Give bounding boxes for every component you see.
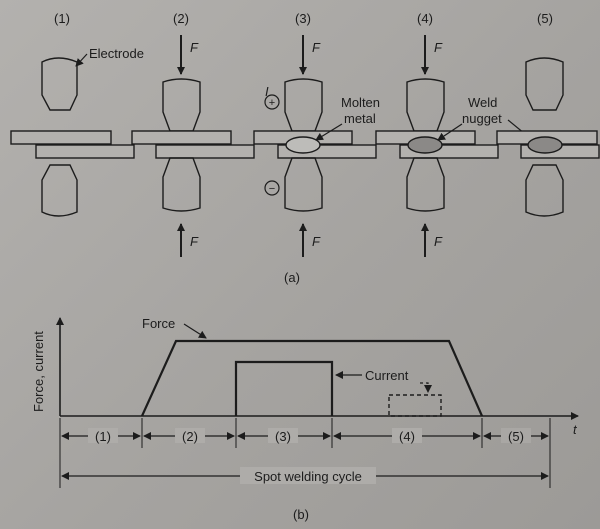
step-label-3: (3) — [295, 11, 311, 26]
step-label-5: (5) — [537, 11, 553, 26]
caption-b: (b) — [293, 507, 309, 522]
weld-nugget — [407, 136, 443, 154]
step-label-1: (1) — [54, 11, 70, 26]
optional-current-pulse — [388, 394, 442, 417]
upper-electrode — [406, 78, 445, 132]
force-leader — [183, 323, 207, 339]
cycle-label-bg — [240, 467, 376, 484]
upper-sheet — [10, 130, 112, 145]
optional-current-leader — [420, 382, 432, 393]
force-symbol-top: F — [190, 40, 199, 55]
step-label-2: (2) — [173, 11, 189, 26]
time-symbol: t — [573, 422, 578, 437]
minus-sign: − — [269, 183, 275, 195]
molten-metal-pool — [285, 136, 321, 154]
phase-label-bg — [268, 428, 298, 443]
lower-electrode — [406, 157, 445, 212]
current-label: Current — [365, 368, 409, 383]
upper-electrode — [284, 78, 323, 132]
nugget-leader-left — [437, 123, 463, 141]
phase-label-2: (2) — [182, 429, 198, 444]
phase-label-bg — [501, 428, 531, 443]
force-curve — [140, 339, 484, 417]
upper-electrode — [525, 57, 564, 111]
force-symbol-bottom: F — [434, 234, 443, 249]
upper-sheet — [131, 130, 232, 145]
lower-electrode — [162, 157, 201, 212]
electrode-label: Electrode — [89, 46, 144, 61]
phase-label-bg — [175, 428, 205, 443]
upper-electrode — [162, 78, 201, 132]
electrode-leader — [75, 53, 88, 67]
lower-electrode — [284, 157, 323, 212]
phase-label-bg — [392, 428, 422, 443]
force-symbol-bottom: F — [312, 234, 321, 249]
force-symbol-top: F — [434, 40, 443, 55]
lower-sheet — [35, 144, 135, 159]
phase-label-bg — [88, 428, 118, 443]
plus-sign: + — [269, 97, 275, 109]
step-5-assembly — [496, 57, 600, 217]
lower-electrode — [525, 164, 564, 217]
step-label-4: (4) — [417, 11, 433, 26]
force-label: Force — [142, 316, 175, 331]
step-2-assembly: F F — [131, 35, 255, 257]
force-symbol-bottom: F — [190, 234, 199, 249]
step-1-assembly: Electrode — [10, 46, 144, 217]
step-3-assembly: F I + − F Molten metal — [253, 35, 380, 257]
current-pulse — [234, 360, 334, 416]
phase-label-3: (3) — [275, 429, 291, 444]
timing-diagram: Force, current t Force Current (1) (2) (… — [31, 316, 579, 488]
phase-label-4: (4) — [399, 429, 415, 444]
current-symbol: I — [265, 84, 269, 99]
molten-leader — [315, 123, 343, 141]
phase-label-5: (5) — [508, 429, 524, 444]
molten-label-line1: Molten — [341, 95, 380, 110]
weld-label-line1: Weld — [468, 95, 497, 110]
y-axis-label: Force, current — [31, 331, 46, 412]
force-symbol-top: F — [312, 40, 321, 55]
lower-sheet — [155, 144, 255, 159]
minus-terminal-icon — [264, 180, 280, 196]
upper-electrode — [41, 57, 78, 111]
step-4-assembly: F F Weld nugget — [375, 35, 531, 257]
lower-electrode — [41, 164, 78, 217]
cycle-label: Spot welding cycle — [254, 469, 362, 484]
caption-a: (a) — [284, 270, 300, 285]
plus-terminal-icon — [264, 94, 280, 110]
weld-nugget — [527, 136, 563, 154]
phase-label-1: (1) — [95, 429, 111, 444]
weld-label-line2: nugget — [462, 111, 502, 126]
molten-label-line2: metal — [344, 111, 376, 126]
